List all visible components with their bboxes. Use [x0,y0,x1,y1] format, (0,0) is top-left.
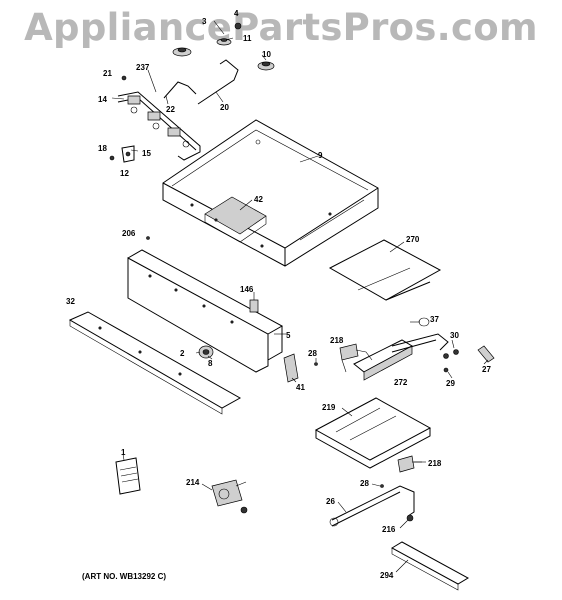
callout: 10 [262,50,271,59]
callout: 28 [360,479,369,488]
leader-lines [111,20,489,573]
callout: 219 [322,403,336,412]
igniter-218-upper [339,343,373,373]
callout: 21 [103,69,112,78]
callout: 26 [326,497,335,506]
igniter-218-lower [397,455,422,473]
screw-28-lower [380,484,384,488]
regulator-214 [211,479,248,514]
callout: 206 [122,229,136,238]
callout: 37 [430,315,439,324]
bracket-294 [390,541,470,591]
callout: 270 [406,235,420,244]
callout: 14 [98,95,107,104]
bracket-15 [121,145,135,163]
oven-burner-tube [391,333,495,373]
screw-206 [146,236,150,240]
burner-heads [172,22,275,71]
screw-21 [121,75,127,81]
callout: 28 [308,349,317,358]
callout: 146 [240,285,254,294]
callout: 20 [220,103,229,112]
callout: 12 [120,169,129,178]
burner-tube-20 [197,59,239,105]
callout: 30 [450,331,459,340]
callout: 11 [243,34,252,43]
trim-strip-32 [68,311,242,415]
callout: 216 [382,525,396,534]
callout: 4 [234,9,239,18]
bake-burner-26 [329,485,415,527]
callout: 22 [166,105,175,114]
callout: 29 [446,379,455,388]
callout: 32 [66,297,75,306]
burner-box-tray [162,119,379,267]
gas-manifold [117,91,201,161]
callout: 218 [428,459,442,468]
callout-labels: 3 4 11 10 237 21 14 22 20 18 15 12 9 42 … [66,9,491,580]
callout: 294 [380,571,394,580]
callout: 42 [254,195,263,204]
part-37 [418,317,430,327]
callout: 41 [296,383,305,392]
panel-270 [328,239,442,301]
shield-41 [283,353,299,383]
shield-219 [314,397,432,469]
callout: 8 [208,359,213,368]
callout: 27 [482,365,491,374]
shield-272 [353,339,414,381]
screw-28-upper [314,362,318,366]
art-number: (ART NO. WB13292 C) [82,572,167,581]
clip-146 [249,299,259,313]
callout: 15 [142,149,151,158]
callout: 9 [318,151,323,160]
booklet-1 [115,457,141,495]
callout: 272 [394,378,408,387]
callout: 5 [286,331,291,340]
callout: 237 [136,63,150,72]
callout: 3 [202,17,207,26]
callout: 214 [186,478,200,487]
callout: 2 [180,349,185,358]
manifold-panel-5 [127,249,284,373]
screw-18 [109,155,115,161]
callout: 218 [330,336,344,345]
callout: 18 [98,144,107,153]
callout: 1 [121,448,126,457]
watermark: AppliancePartsPros.com [24,6,538,49]
burner-tube-22 [163,81,197,99]
